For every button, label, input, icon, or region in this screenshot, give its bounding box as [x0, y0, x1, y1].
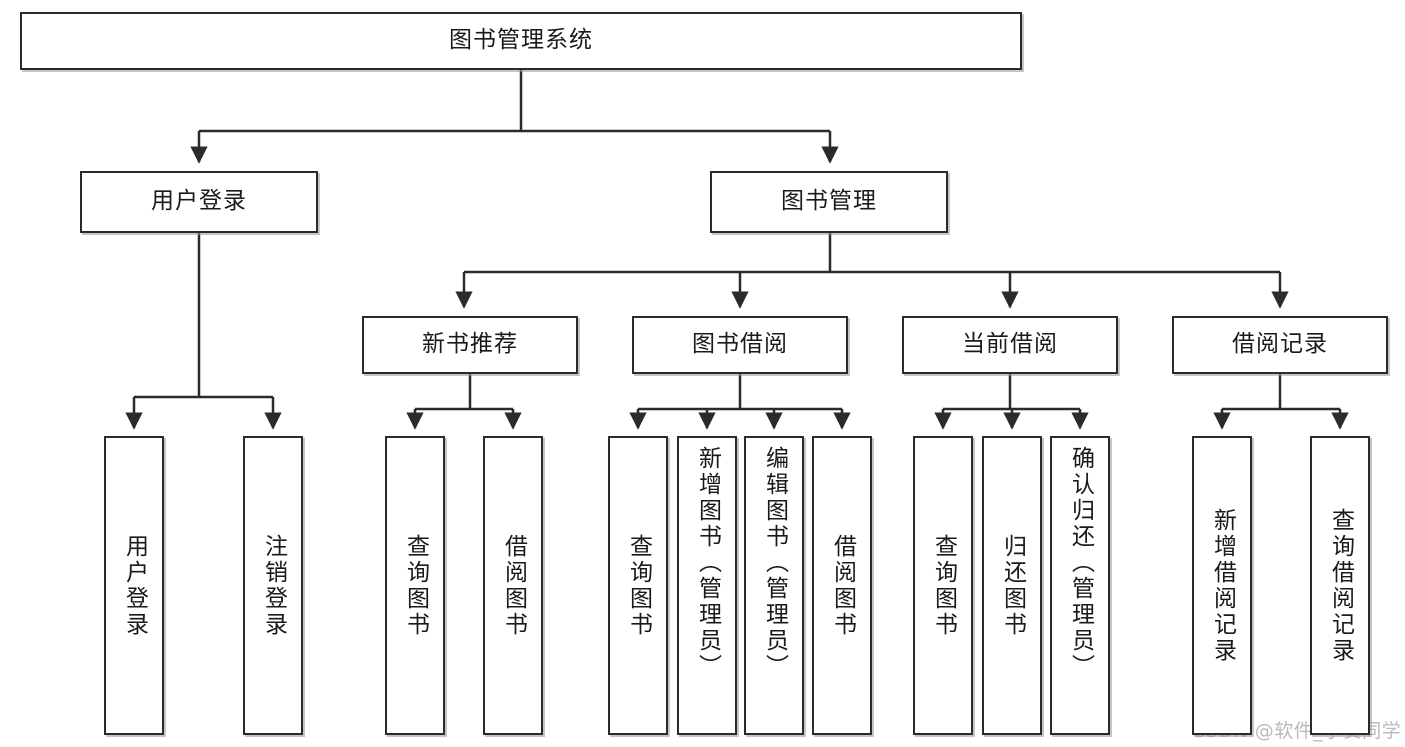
node-leaf-return-book: 归还图书 — [982, 436, 1042, 735]
node-root: 图书管理系统 — [20, 12, 1022, 70]
node-label: 查询借阅记录 — [1327, 507, 1354, 664]
node-label: 用户登录 — [121, 533, 148, 638]
node-label: 借阅图书 — [829, 533, 856, 638]
node-user-login: 用户登录 — [80, 171, 318, 233]
node-current-borrow: 当前借阅 — [902, 316, 1118, 374]
node-label: 借阅记录 — [1232, 331, 1328, 358]
node-label: 新书推荐 — [422, 331, 518, 358]
node-leaf-query-book-c: 查询图书 — [913, 436, 973, 735]
node-label: 新增图书（管理员） — [694, 446, 721, 680]
node-label: 确认归还（管理员） — [1067, 446, 1094, 680]
node-book-manage: 图书管理 — [710, 171, 948, 233]
node-new-book-rec: 新书推荐 — [362, 316, 578, 374]
node-leaf-confirm-return: 确认归还（管理员） — [1050, 436, 1110, 735]
node-leaf-add-book: 新增图书（管理员） — [677, 436, 737, 735]
node-label: 查询图书 — [930, 533, 957, 638]
node-leaf-user-logout: 注销登录 — [243, 436, 303, 735]
node-label: 编辑图书（管理员） — [761, 446, 788, 680]
node-label: 新增借阅记录 — [1209, 507, 1236, 664]
node-book-borrow: 图书借阅 — [632, 316, 848, 374]
node-leaf-borrow-book-b: 借阅图书 — [812, 436, 872, 735]
node-label: 图书管理系统 — [449, 27, 593, 54]
node-leaf-query-record: 查询借阅记录 — [1310, 436, 1370, 735]
node-label: 查询图书 — [402, 533, 429, 638]
node-label: 注销登录 — [260, 533, 287, 638]
node-label: 当前借阅 — [962, 331, 1058, 358]
node-leaf-borrow-book-rec: 借阅图书 — [483, 436, 543, 735]
node-label: 图书借阅 — [692, 331, 788, 358]
node-borrow-record: 借阅记录 — [1172, 316, 1388, 374]
node-label: 图书管理 — [781, 188, 877, 215]
node-leaf-query-book-rec: 查询图书 — [385, 436, 445, 735]
node-leaf-user-login: 用户登录 — [104, 436, 164, 735]
node-leaf-add-record: 新增借阅记录 — [1192, 436, 1252, 735]
node-label: 借阅图书 — [500, 533, 527, 638]
node-leaf-query-book-b: 查询图书 — [608, 436, 668, 735]
node-label: 用户登录 — [151, 188, 247, 215]
node-leaf-edit-book: 编辑图书（管理员） — [744, 436, 804, 735]
node-label: 归还图书 — [999, 533, 1026, 638]
node-label: 查询图书 — [625, 533, 652, 638]
